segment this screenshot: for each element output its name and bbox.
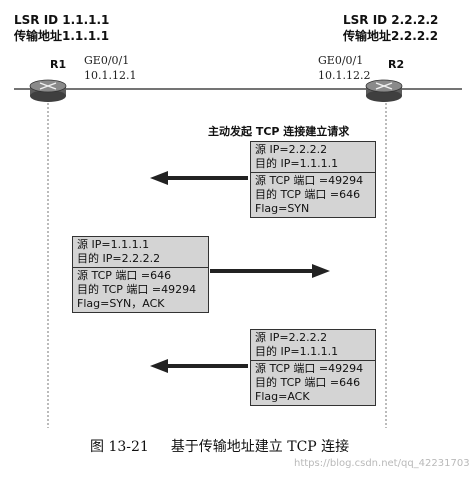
arrow-ack [150, 359, 248, 373]
figure-title: 基于传输地址建立 TCP 连接 [170, 439, 350, 455]
arrow-syn-ack [210, 264, 330, 278]
r2-lsr-id: LSR ID 2.2.2.2 [343, 13, 439, 27]
arrow-syn [150, 171, 248, 185]
ip-header-section: 源 IP=2.2.2.2 目的 IP=1.1.1.1 [251, 142, 375, 172]
src-port: 源 TCP 端口 =49294 [255, 362, 364, 375]
tcp-header-section: 源 TCP 端口 =49294 目的 TCP 端口 =646 Flag=SYN [251, 172, 375, 217]
r1-transport-address: 传输地址1.1.1.1 [14, 29, 110, 43]
src-ip: 源 IP=2.2.2.2 [255, 143, 328, 156]
router-icon-r1 [29, 79, 67, 102]
figure-caption: 图 13-21 基于传输地址建立 TCP 连接 [90, 436, 349, 456]
src-port: 源 TCP 端口 =646 [77, 269, 172, 282]
src-ip: 源 IP=1.1.1.1 [77, 238, 150, 251]
tcp-header-section: 源 TCP 端口 =646 目的 TCP 端口 =49294 Flag=SYN，… [73, 267, 208, 312]
message-box-syn: 源 IP=2.2.2.2 目的 IP=1.1.1.1 源 TCP 端口 =492… [250, 141, 376, 218]
figure-number: 图 13-21 [90, 439, 149, 455]
dst-ip: 目的 IP=2.2.2.2 [77, 252, 161, 265]
tcp-header-section: 源 TCP 端口 =49294 目的 TCP 端口 =646 Flag=ACK [251, 360, 375, 405]
router-icon-r2 [365, 79, 403, 102]
tcp-flag: Flag=SYN [255, 202, 310, 215]
r1-lsr-id: LSR ID 1.1.1.1 [14, 13, 110, 27]
r2-interface: GE0/0/1 [318, 54, 364, 67]
r2-name: R2 [388, 58, 405, 71]
r1-name: R1 [50, 58, 67, 71]
r1-interface: GE0/0/1 [84, 54, 130, 67]
dst-port: 目的 TCP 端口 =646 [255, 376, 361, 389]
message-box-ack: 源 IP=2.2.2.2 目的 IP=1.1.1.1 源 TCP 端口 =492… [250, 329, 376, 406]
message-box-syn-ack: 源 IP=1.1.1.1 目的 IP=2.2.2.2 源 TCP 端口 =646… [72, 236, 209, 313]
initiate-tcp-label: 主动发起 TCP 连接建立请求 [208, 125, 350, 138]
watermark: https://blog.csdn.net/qq_42231703 [294, 458, 470, 469]
tcp-flag: Flag=SYN，ACK [77, 297, 165, 310]
r2-ip: 10.1.12.2 [318, 69, 371, 82]
ip-header-section: 源 IP=2.2.2.2 目的 IP=1.1.1.1 [251, 330, 375, 360]
dst-port: 目的 TCP 端口 =49294 [77, 283, 197, 296]
tcp-flag: Flag=ACK [255, 390, 310, 403]
src-ip: 源 IP=2.2.2.2 [255, 331, 328, 344]
src-port: 源 TCP 端口 =49294 [255, 174, 364, 187]
ip-header-section: 源 IP=1.1.1.1 目的 IP=2.2.2.2 [73, 237, 208, 267]
dst-ip: 目的 IP=1.1.1.1 [255, 345, 339, 358]
r1-ip: 10.1.12.1 [84, 69, 137, 82]
dst-ip: 目的 IP=1.1.1.1 [255, 157, 339, 170]
dst-port: 目的 TCP 端口 =646 [255, 188, 361, 201]
r2-transport-address: 传输地址2.2.2.2 [343, 29, 439, 43]
